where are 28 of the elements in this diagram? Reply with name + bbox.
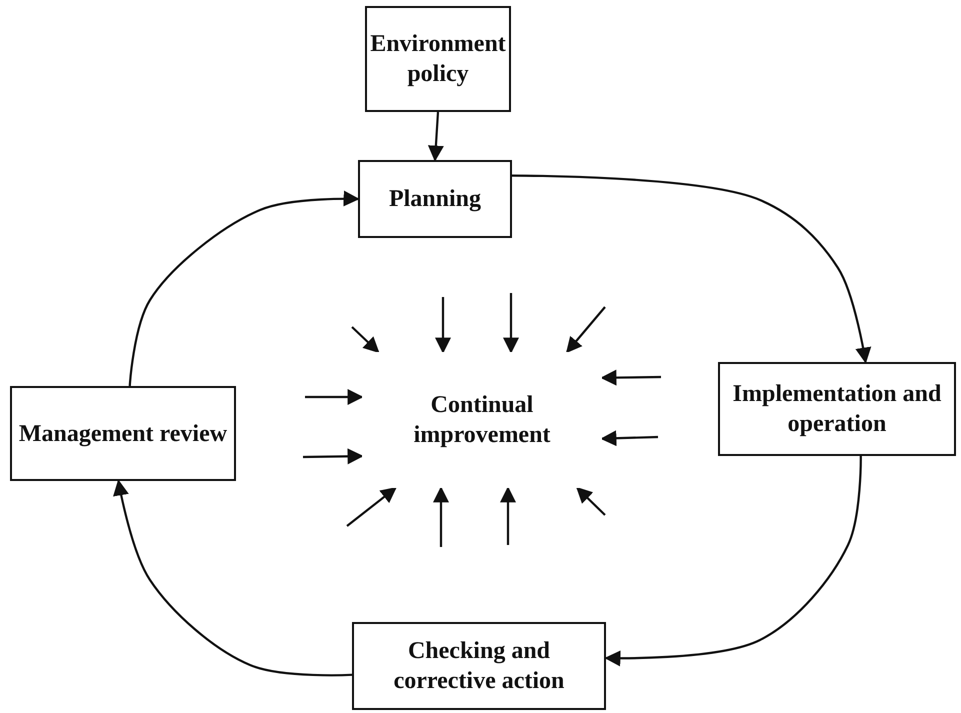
central-text: Continual improvement <box>412 391 552 450</box>
box-label: Checking and corrective action <box>392 637 566 696</box>
arrow <box>435 297 451 354</box>
process-box <box>718 362 956 456</box>
arrow <box>351 326 380 354</box>
arrow <box>305 389 364 405</box>
process-box <box>365 6 511 112</box>
arrow <box>503 293 519 354</box>
arrow <box>512 174 872 364</box>
arrow <box>302 448 364 464</box>
process-box <box>358 160 512 238</box>
arrow <box>600 370 662 386</box>
arrow <box>128 190 360 386</box>
arrow <box>346 487 397 527</box>
arrow <box>500 486 516 545</box>
box-label: Management review <box>18 420 228 448</box>
box-label: Implementation and operation <box>732 380 942 439</box>
box-label: Planning <box>388 185 482 214</box>
arrow <box>113 479 352 676</box>
arrow <box>566 306 606 354</box>
arrow <box>428 112 444 162</box>
arrow <box>433 486 449 547</box>
process-box <box>352 622 606 710</box>
arrow <box>600 430 658 446</box>
box-label: Environment policy <box>369 30 507 89</box>
arrow <box>576 486 606 516</box>
arrow <box>604 456 862 666</box>
process-box <box>10 386 236 481</box>
